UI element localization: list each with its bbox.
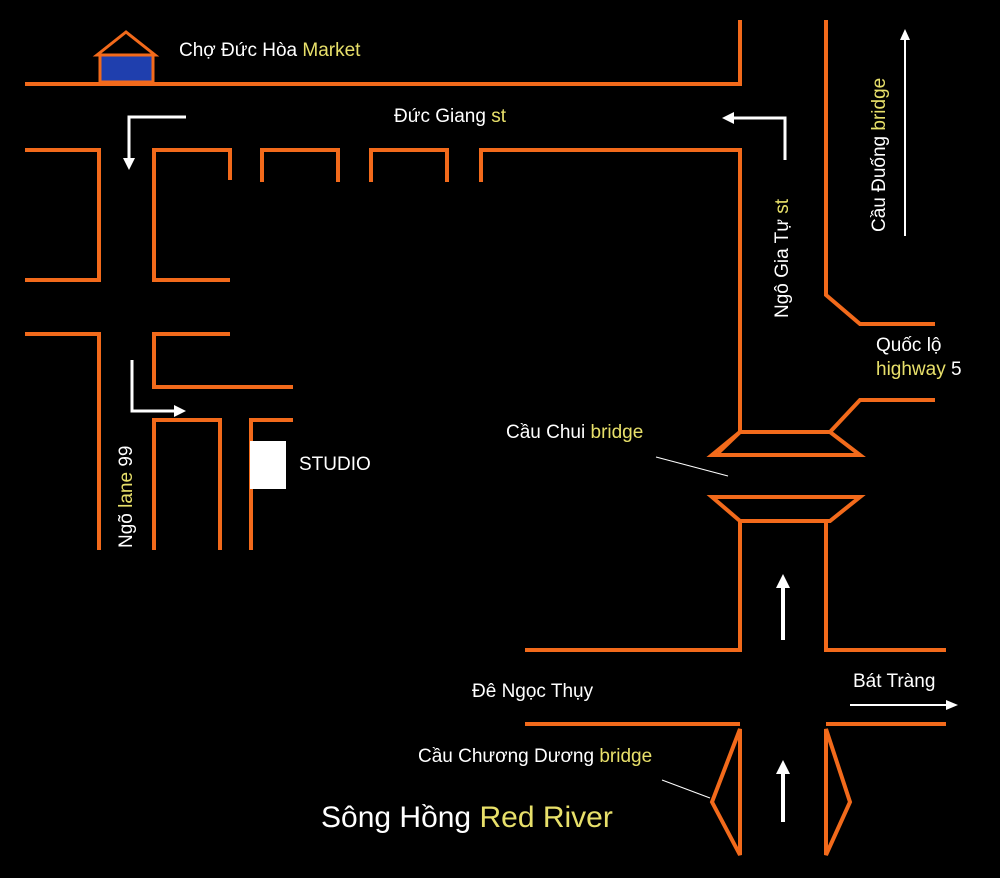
studio-marker xyxy=(250,441,286,489)
direction-arrows xyxy=(123,29,958,822)
leader-chuong-duong xyxy=(661,779,711,799)
market-building-icon xyxy=(92,30,160,84)
label-de-ngoc-thuy: Đê Ngọc Thụy xyxy=(472,681,594,702)
arrow-right-lane-icon xyxy=(130,360,176,413)
label-market: Chợ Đức Hòa Market xyxy=(179,40,361,61)
bridge-chuong-duong-east xyxy=(824,728,853,856)
block-3 xyxy=(260,148,340,182)
leader-cau-chui xyxy=(655,456,729,477)
block-4 xyxy=(369,148,449,182)
label-cau-chuong-duong: Cầu Chương Dương bridge xyxy=(418,746,653,767)
roads xyxy=(25,20,946,856)
label-bat-trang: Bát Tràng xyxy=(853,671,936,692)
road-south-east xyxy=(824,521,946,652)
label-duc-giang: Đức Giang st xyxy=(394,106,506,127)
block-mid xyxy=(152,332,293,389)
highway5-top xyxy=(828,398,935,434)
bridge-chuong-duong-west xyxy=(709,728,742,856)
label-cau-chui: Cầu Chui bridge xyxy=(506,422,644,443)
label-song-hong: Sông Hồng Red River xyxy=(321,801,613,834)
cau-chui-bottom xyxy=(706,495,866,523)
label-studio: STUDIO xyxy=(299,454,371,475)
block-left-top xyxy=(25,148,101,282)
label-highway-5: highway 5 xyxy=(876,359,962,380)
block-big xyxy=(479,148,742,455)
label-quoc-lo: Quốc lộ xyxy=(876,335,942,356)
arrow-left-icon xyxy=(732,116,787,160)
arrow-down-icon xyxy=(127,115,186,160)
cau-chui-top xyxy=(706,430,866,457)
label-cau-duong: Cầu Đuống bridge xyxy=(869,77,890,232)
block-lane xyxy=(152,418,222,550)
block-studio xyxy=(249,418,293,550)
block-left-mid xyxy=(25,332,101,550)
block-2 xyxy=(152,148,232,282)
label-ngo-gia-tu: Ngô Gia Tự st xyxy=(772,198,793,318)
road-south-west xyxy=(525,521,742,652)
label-ngo-lane-99: Ngõ lane 99 xyxy=(116,445,137,548)
road-top xyxy=(25,20,742,86)
road-cau-duong-west xyxy=(824,20,935,326)
